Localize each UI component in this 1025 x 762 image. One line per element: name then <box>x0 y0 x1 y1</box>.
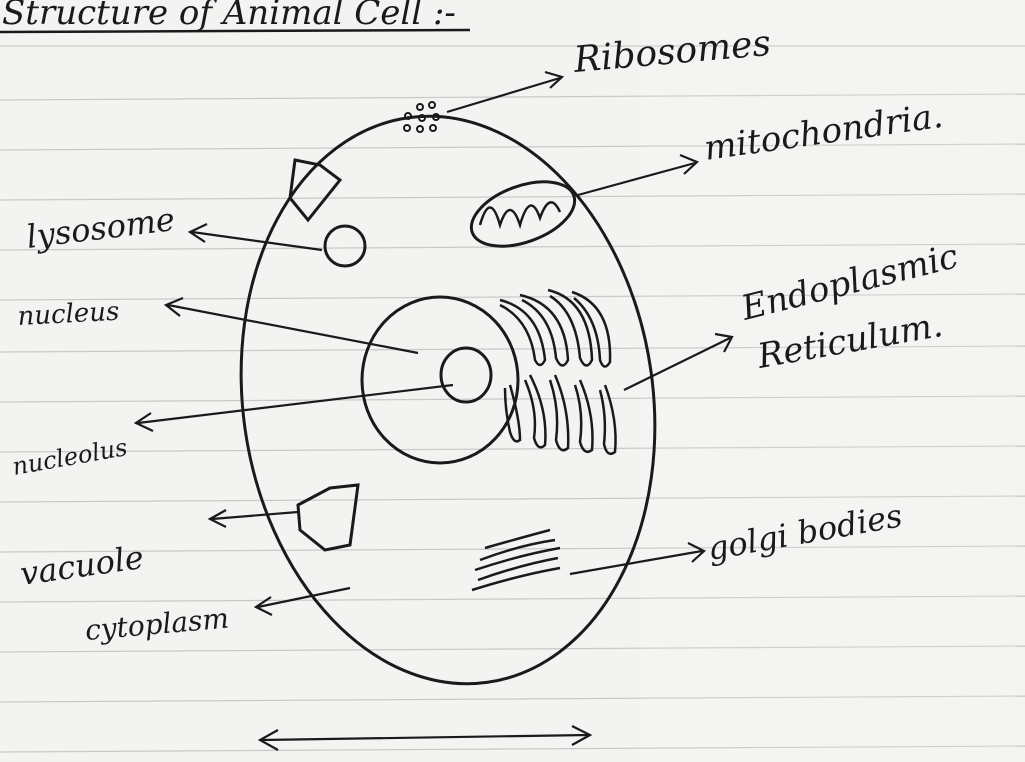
golgi-bodies <box>472 530 560 590</box>
label-vacuole: vacuole <box>18 538 146 593</box>
lysosome <box>325 226 365 266</box>
label-nucleus: nucleus <box>17 297 120 332</box>
label-cytoplasm: cytoplasm <box>84 602 230 647</box>
nucleolus <box>441 348 491 402</box>
vacuole <box>298 485 358 550</box>
organelle-irregular <box>290 160 340 220</box>
page-title: Structure of Animal Cell :- <box>2 0 456 33</box>
label-nucleolus: nucleolus <box>10 433 129 481</box>
label-lysosome: lysosome <box>24 200 176 256</box>
